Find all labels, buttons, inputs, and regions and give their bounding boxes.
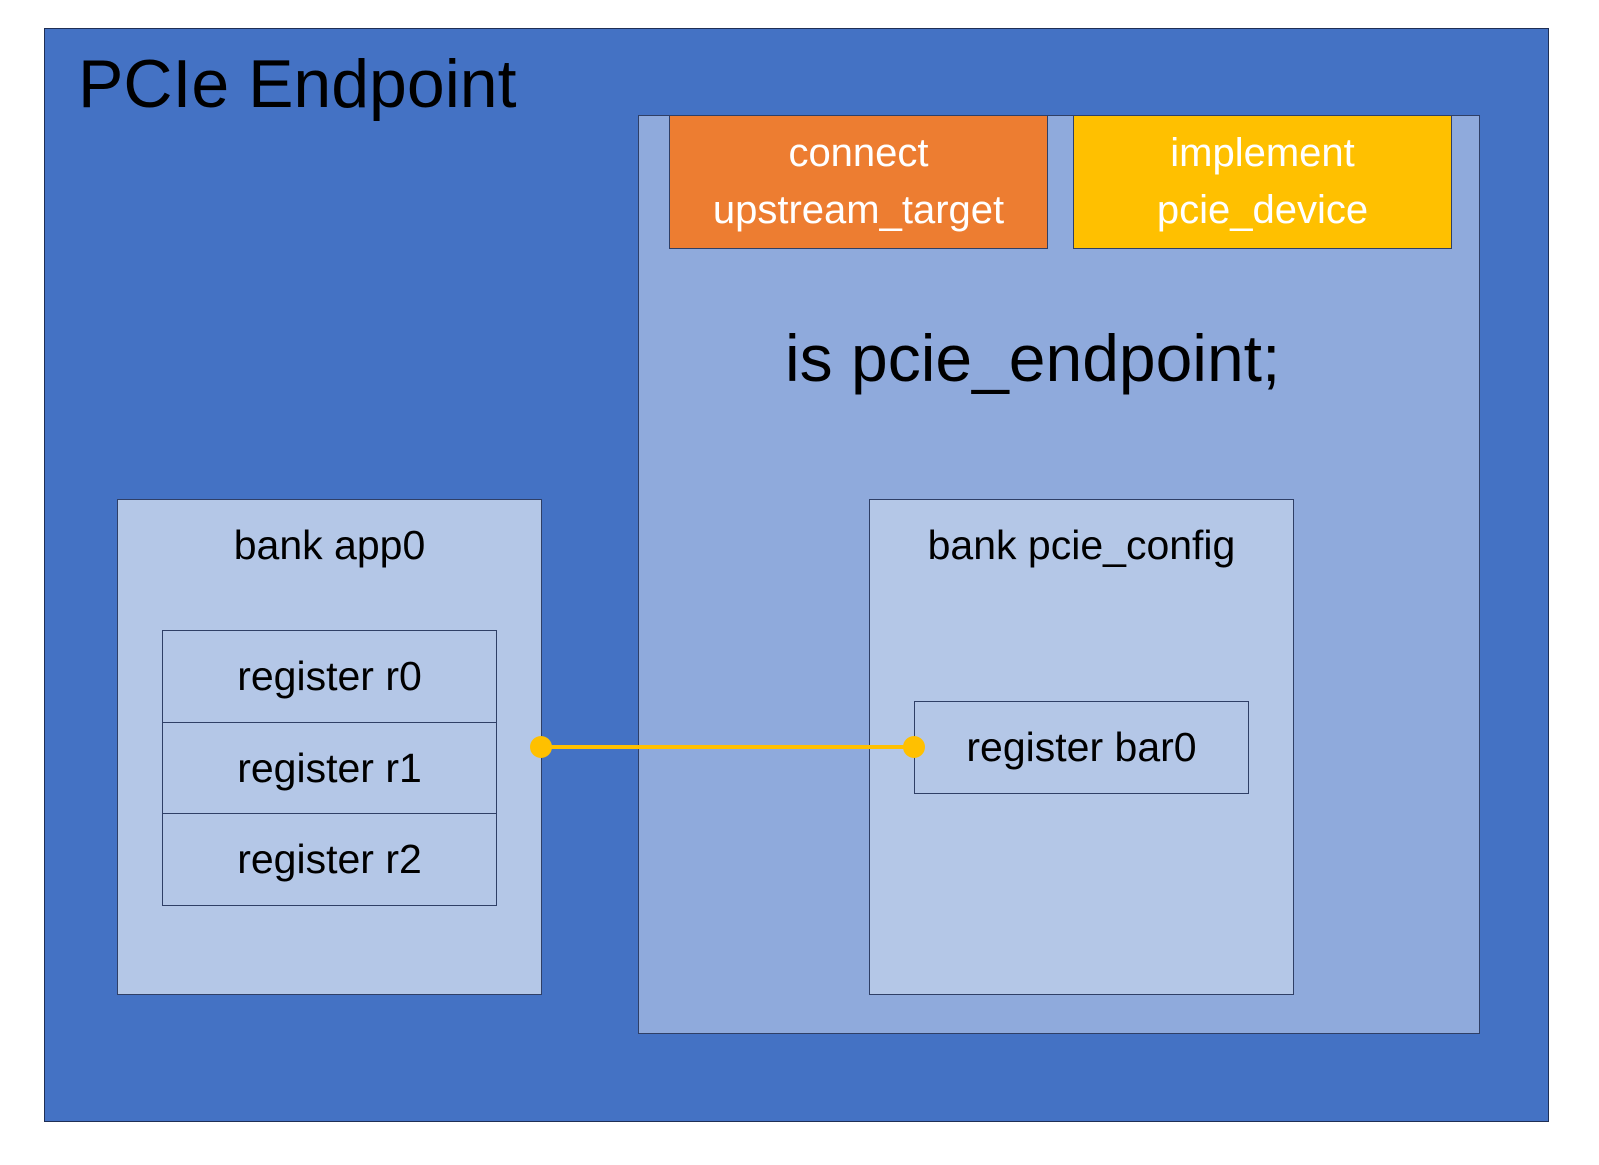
diagram-title: PCIe Endpoint: [78, 46, 517, 122]
bank-pcie-config-label: bank pcie_config: [927, 522, 1236, 568]
register-r1: register r1: [162, 722, 497, 814]
implement-tag-line-2: pcie_device: [1156, 188, 1369, 232]
register-r0: register r0: [162, 630, 497, 723]
register-r2: register r2: [162, 813, 497, 906]
connect-tag-line-2: upstream_target: [712, 188, 1005, 232]
implement-pcie-device-tag: implement pcie_device: [1073, 115, 1452, 249]
is-pcie-endpoint-statement: is pcie_endpoint;: [785, 321, 1281, 395]
register-bar0: register bar0: [914, 701, 1249, 794]
bank-app0-label: bank app0: [233, 522, 426, 568]
implement-tag-line-1: implement: [1170, 131, 1355, 175]
connect-tag-line-1: connect: [788, 131, 929, 175]
connect-upstream-target-tag: connect upstream_target: [669, 115, 1048, 249]
